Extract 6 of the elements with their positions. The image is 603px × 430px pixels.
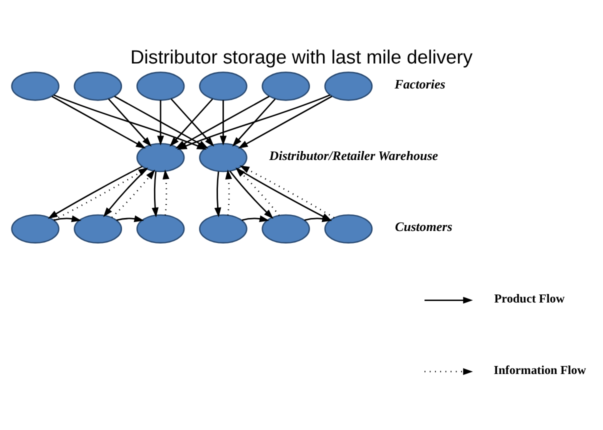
legend-label: Information Flow (494, 362, 586, 377)
label: Factories (394, 76, 446, 92)
diagram-title: Distributor storage with last mile delivery (130, 47, 473, 68)
legend-label: Product Flow (494, 292, 565, 306)
label: Customers (395, 219, 452, 234)
label: Distributor/Retailer Warehouse (269, 148, 438, 163)
